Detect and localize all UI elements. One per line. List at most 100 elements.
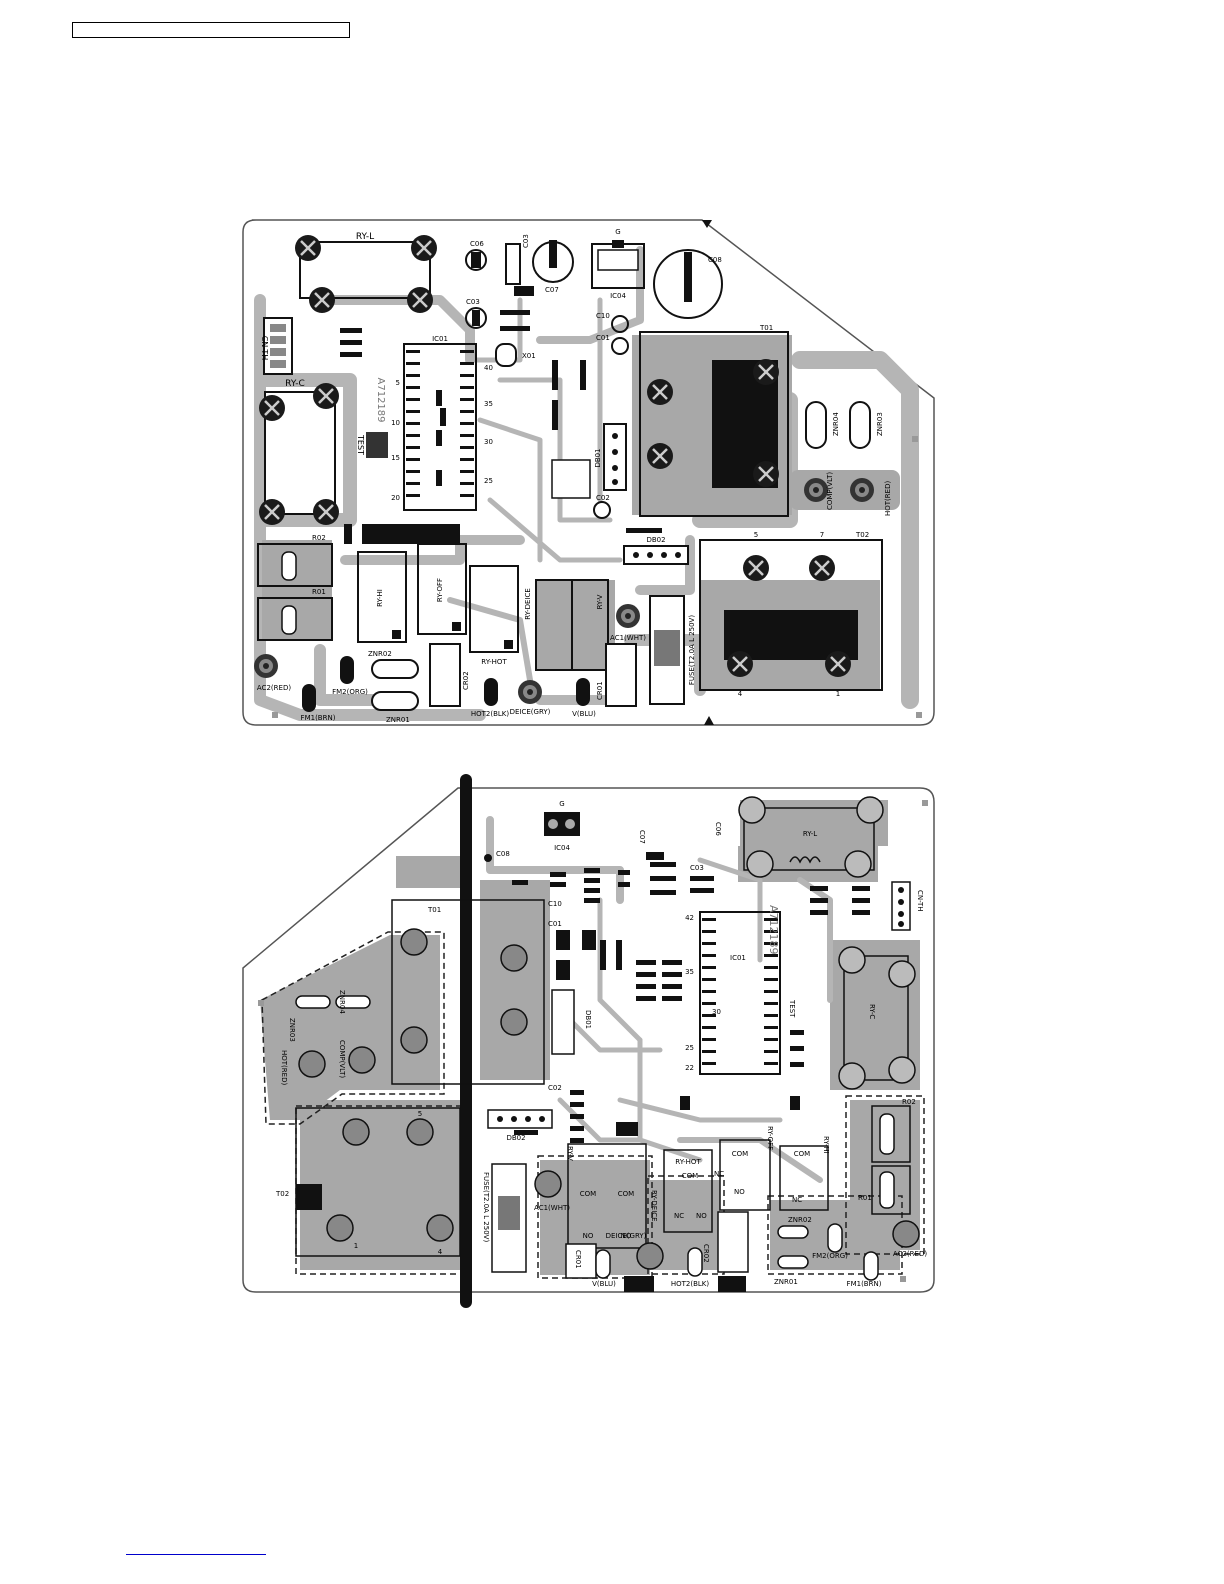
bottom-label-znr01: ZNR01 [774, 1278, 798, 1286]
bottom-znr03 [295, 995, 331, 1009]
top-pin-40: 40 [484, 364, 493, 372]
top-label-ry-hi: RY-HI [376, 589, 384, 607]
bottom-cr02 [717, 1211, 749, 1273]
top-label-cn-th: CN-TH [260, 336, 269, 361]
bottom-label-c03: C03 [690, 864, 704, 872]
top-pin-20: 20 [391, 494, 400, 502]
top-r02 [257, 543, 333, 587]
top-label-ry-v: RY-V [596, 594, 604, 609]
top-header-bar [362, 524, 460, 544]
bottom-label-no-3: NO [696, 1212, 707, 1220]
top-label-cr02: CR02 [462, 671, 470, 690]
top-label-v-blu: V(BLU) [572, 710, 596, 718]
bottom-db01 [551, 989, 575, 1055]
bottom-t02-pin5: 5 [418, 1110, 422, 1118]
bottom-divider-bar [460, 774, 472, 1308]
bottom-ry-l [743, 807, 875, 871]
bottom-label-ry-off: RY-OFF [766, 1126, 774, 1150]
top-znr01 [371, 691, 419, 711]
bottom-label-cr01: CR01 [574, 1250, 582, 1269]
top-ry-v [571, 579, 609, 671]
bottom-label-c08: C08 [496, 850, 510, 858]
bottom-label-db01: DB01 [584, 1010, 592, 1029]
top-ry-l [299, 241, 431, 299]
bottom-label-fm1: FM1(BRN) [847, 1280, 882, 1288]
top-label-ic01: IC01 [432, 335, 448, 343]
bottom-t01 [391, 899, 545, 1085]
bottom-label-g: G [559, 800, 564, 808]
header-box [72, 22, 350, 38]
top-qfp [551, 459, 591, 499]
top-label-code: A712189 [375, 377, 386, 422]
top-x01 [495, 343, 517, 367]
bottom-label-r01: R01 [858, 1194, 872, 1202]
bottom-label-r02: R02 [902, 1098, 916, 1106]
top-label-ry-l: RY-L [356, 232, 374, 242]
bottom-pin-42: 42 [685, 914, 694, 922]
top-label-fuse: FUSE(T2.0A L 250V) [688, 615, 696, 685]
bottom-znr01 [777, 1255, 809, 1269]
bottom-label-cr02: CR02 [702, 1244, 710, 1263]
top-cr02 [429, 643, 461, 707]
bottom-label-com-4: COM [732, 1150, 748, 1158]
bottom-label-ic04: IC04 [554, 844, 570, 852]
bottom-label-c10: C10 [548, 900, 562, 908]
top-db02 [623, 545, 689, 565]
top-c03-box [505, 243, 521, 285]
top-label-comp-vlt: COMP(VLT) [826, 472, 834, 510]
top-t01 [639, 331, 789, 517]
top-label-znr02: ZNR02 [368, 650, 392, 658]
top-znr02 [371, 659, 419, 679]
top-t02-pin4: 4 [738, 690, 743, 698]
top-r01 [257, 597, 333, 641]
top-t02 [699, 539, 883, 691]
bottom-label-fm2: FM2(ORG) [812, 1252, 848, 1260]
bottom-label-no-1: NO [583, 1232, 594, 1240]
bottom-ry-off [719, 1139, 771, 1211]
top-t02-pin5: 5 [754, 531, 758, 539]
top-label-ac1: AC1(WHT) [610, 634, 646, 642]
top-c06 [465, 249, 487, 271]
bottom-label-nc-1: NC [674, 1212, 684, 1220]
top-label-ry-hot: RY-HOT [481, 658, 507, 666]
bottom-label-cn-th: CN-TH [916, 890, 924, 912]
bottom-label-nc-2: NC [714, 1170, 724, 1178]
bottom-t02-pin4: 4 [438, 1248, 443, 1256]
top-label-c10: C10 [596, 312, 610, 320]
bottom-label-ry-hot: RY-HOT [675, 1158, 701, 1166]
bottom-smd-parts [512, 852, 870, 1143]
top-db01 [603, 423, 627, 491]
top-label-fm1: FM1(BRN) [301, 714, 336, 722]
bottom-t02 [295, 1107, 461, 1257]
top-cr01 [605, 643, 637, 707]
bottom-label-c06: C06 [714, 822, 722, 836]
bottom-ry-hot [663, 1149, 713, 1233]
top-label-ac2: AC2(RED) [257, 684, 291, 692]
bottom-label-com-5: COM [794, 1150, 810, 1158]
bottom-pin-22: 22 [685, 1064, 694, 1072]
top-label-ry-c: RY-C [285, 379, 305, 389]
top-label-db01: DB01 [594, 448, 602, 467]
bottom-label-no-4: NO [734, 1188, 745, 1196]
bottom-label-com-2: COM [618, 1190, 634, 1198]
top-label-x01: X01 [522, 352, 536, 360]
bottom-label-hot-red: HOT(RED) [280, 1050, 288, 1085]
top-t02-pin1: 1 [836, 690, 840, 698]
top-label-test: TEST [356, 434, 365, 455]
top-ry-c [264, 391, 336, 515]
bottom-label-ac2: AC2(RED) [893, 1250, 927, 1258]
bottom-board: G IC04 C08 C07 C06 C03 C10 C01 C02 [242, 774, 935, 1308]
top-znr04 [805, 401, 827, 449]
top-label-ry-off: RY-OFF [436, 578, 444, 602]
bottom-label-ry-v: RY-V [566, 1146, 574, 1161]
top-t02-pin7: 7 [820, 531, 824, 539]
bottom-label-deice: DEICE(GRY) [606, 1232, 647, 1240]
top-label-cr01: CR01 [596, 681, 604, 700]
bottom-label-c02: C02 [548, 1084, 562, 1092]
bottom-label-t02: T02 [275, 1190, 289, 1198]
top-pin-35: 35 [484, 400, 493, 408]
top-label-c06: C06 [470, 240, 484, 248]
top-label-hot2: HOT2(BLK) [471, 710, 510, 718]
top-label-hot-red: HOT(RED) [884, 481, 892, 516]
top-ry-hot [469, 565, 519, 653]
